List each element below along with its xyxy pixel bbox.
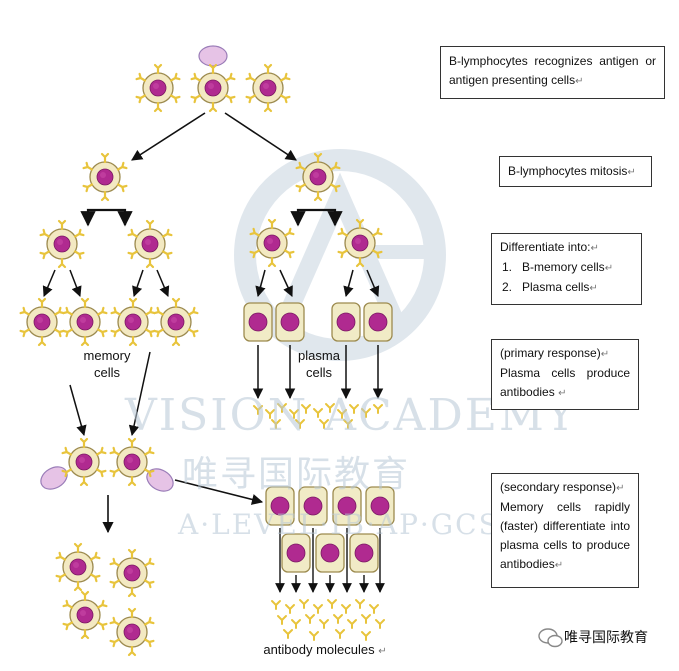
memory-cell [64,299,107,345]
antigen [142,463,178,497]
note-primary: (primary response)↵ Plasma cells produce… [491,339,639,410]
b-cell [247,65,290,111]
brand-name: 唯寻国际教育 [564,629,648,645]
b-cell [41,221,84,267]
arrow [131,112,206,161]
memory-cell [21,299,64,345]
list-item: 2. Plasma cells↵ [502,280,598,294]
b-cell [137,65,180,111]
arrows-level3 [42,269,380,298]
b-cell [192,65,235,111]
secondary-arrows [275,528,385,593]
note-recognize: B-lymphocytes recognizes antigen or anti… [440,46,665,99]
antigen [36,461,72,495]
b-cell [129,221,172,267]
antibody-molecules-secondary [271,599,385,641]
split-arrow [290,208,343,227]
plasma-cell [331,302,361,342]
note-secondary: (secondary response)↵ Memory cells rapid… [491,473,639,588]
antibody-molecules-label: antibody molecules ↵ [263,642,387,657]
memory-cell [155,299,198,345]
memory-cell [112,299,155,345]
note-mitosis: B-lymphocytes mitosis↵ [499,156,652,187]
wechat-icon [538,628,563,648]
plasma-cell [243,302,273,342]
memory-cell [63,439,106,485]
watermark-line3: A·LEVEL·IB·AP·GCSE [178,508,523,541]
plasma-cell [363,302,393,342]
memory-cell [111,550,154,596]
plasma-arrows [252,345,384,400]
note-differentiate: Differentiate into:↵ 1. B-memory cells↵ … [491,233,642,305]
split-arrow [80,208,133,227]
b-cell [84,154,127,200]
watermark-line2: 唯寻国际教育 [182,454,411,495]
arrow [224,112,297,161]
plasma-cell [275,302,305,342]
antigen-top [198,45,228,67]
memory-cell [111,609,154,655]
differentiate-list: 1. B-memory cells↵ 2. Plasma cells↵ [500,258,633,298]
memory-cell [57,544,100,590]
memory-cell [64,592,107,638]
memory-arrows [69,351,151,437]
arrow-to-plasma [174,479,264,505]
watermark-logo [234,149,446,361]
list-item: 1. B-memory cells↵ [502,260,614,274]
